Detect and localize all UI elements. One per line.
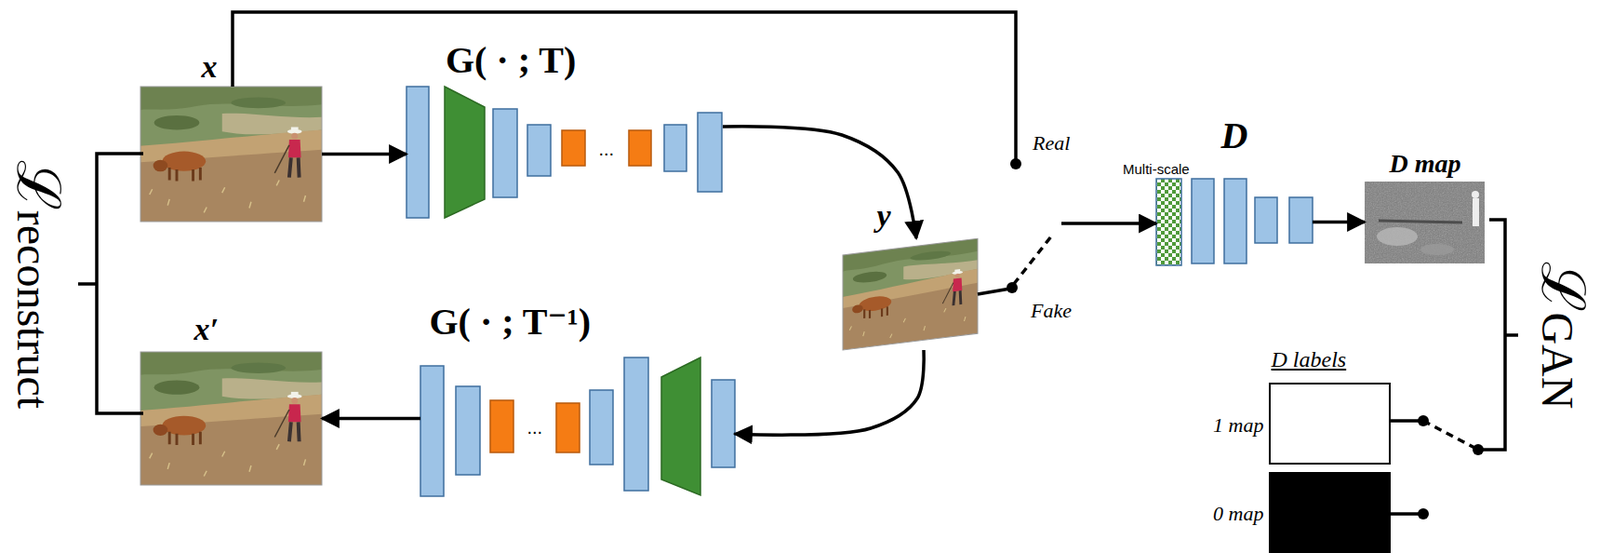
input-image: x <box>140 86 322 222</box>
residual-block <box>556 402 580 453</box>
node-label: y <box>877 198 892 234</box>
generator-layers <box>420 357 735 496</box>
downsample-layer <box>444 86 485 218</box>
node-sublabel: Multi-scale <box>1122 160 1190 177</box>
connector-arrow <box>722 126 917 239</box>
residual-block <box>628 130 652 166</box>
connector-arrow <box>321 416 421 421</box>
inverse-generator: G( · ; T⁻¹) <box>420 357 735 496</box>
image-frame <box>140 86 322 222</box>
node-label: 0 map <box>1213 501 1264 526</box>
input-image <box>140 86 322 222</box>
conv-layer <box>1289 197 1313 243</box>
conv-layer <box>589 389 614 465</box>
node-label: G( · ; T⁻¹) <box>429 298 591 344</box>
node-label: x <box>201 49 218 85</box>
node-label: G( · ; T) <box>445 38 576 82</box>
multi-scale-layer <box>1156 178 1182 266</box>
residual-block <box>561 130 586 166</box>
conv-layer <box>664 124 687 172</box>
image-frame <box>842 238 978 350</box>
gan-bracket <box>1478 219 1506 450</box>
d-map-image <box>1364 181 1485 264</box>
conv-layer <box>406 86 429 218</box>
switch-label: Real <box>1032 131 1070 156</box>
switch-dot <box>1006 281 1018 294</box>
switch-dot <box>1010 158 1022 170</box>
heading: D labels <box>1271 346 1347 373</box>
generator: G( · ; T) <box>406 86 723 218</box>
discriminator: DMulti-scale <box>1156 178 1313 266</box>
conv-layer <box>493 108 518 198</box>
reconstructed-image <box>140 351 322 485</box>
generator-layers <box>406 86 722 218</box>
ellipsis: ... <box>527 416 544 439</box>
loss-label: ℒGAN <box>1532 261 1593 409</box>
connectors <box>321 126 1365 435</box>
switch-dot <box>1472 443 1484 455</box>
d-map-figure <box>1471 190 1480 199</box>
image-frame <box>140 351 322 485</box>
switch-wire <box>1423 420 1479 450</box>
connector-arrow <box>1312 220 1365 225</box>
conv-layer <box>697 112 722 192</box>
switch-dot <box>1417 414 1429 427</box>
conv-layer <box>455 386 480 475</box>
conv-layer <box>420 365 444 496</box>
output-image: y <box>842 238 978 350</box>
d-map-streak <box>1378 220 1463 223</box>
label-map: 1 map <box>1268 382 1391 465</box>
connector-arrow <box>977 223 1157 294</box>
connector-arrow <box>734 349 924 435</box>
bracket-tick <box>78 281 97 286</box>
reconstruct-bracket <box>96 153 144 414</box>
switch-dot <box>1417 507 1429 520</box>
loss-label: ℒreconstruct <box>7 159 68 408</box>
conv-layer <box>711 379 735 467</box>
d-map-figure <box>1472 198 1480 227</box>
conv-layer <box>1224 178 1247 264</box>
reconstructed-image: x′ <box>140 351 322 485</box>
output-image-scene <box>842 238 978 350</box>
conv-layer <box>527 124 551 176</box>
conv-layer <box>1191 178 1214 264</box>
switch-dots <box>1006 158 1484 520</box>
d-map-noise <box>1364 181 1485 264</box>
discriminator-layers <box>1156 178 1313 266</box>
residual-block <box>490 400 514 453</box>
d-map-blob <box>1376 226 1418 246</box>
ellipsis: ... <box>599 138 615 160</box>
bracket-tick <box>1505 333 1519 337</box>
connector-arrow <box>321 152 407 157</box>
node-label: x′ <box>194 311 220 347</box>
d-map-blob <box>1420 243 1454 255</box>
upsample-layer <box>661 357 701 495</box>
switch-label: Fake <box>1030 298 1072 323</box>
label-map: 0 map <box>1268 471 1391 553</box>
node-label: D map <box>1389 148 1462 179</box>
wires <box>78 12 1519 514</box>
output-image <box>842 238 978 350</box>
d-map: D map <box>1364 181 1485 264</box>
real-wire <box>232 12 1016 160</box>
node-label: D <box>1221 113 1249 158</box>
conv-layer <box>624 357 649 491</box>
node-label: 1 map <box>1213 413 1264 438</box>
conv-layer <box>1254 197 1278 243</box>
